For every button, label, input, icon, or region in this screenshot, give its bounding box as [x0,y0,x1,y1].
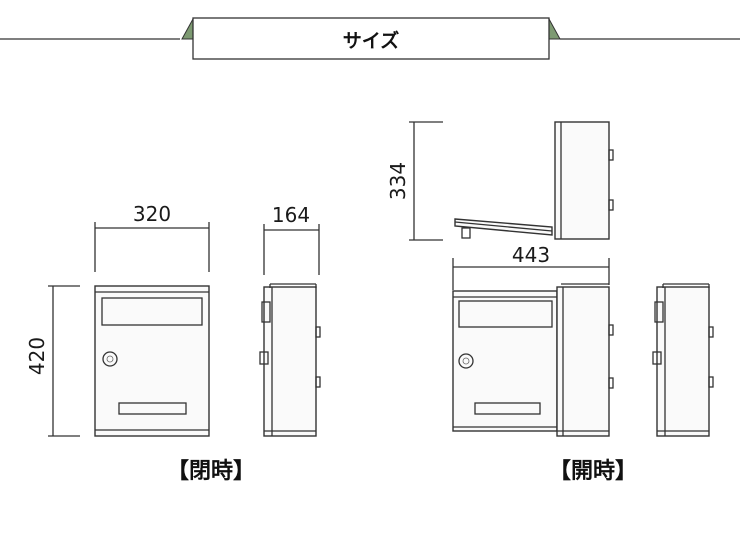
closed-caption: 【閉時】 [167,459,255,484]
open-lid-view: 334 [386,121,614,241]
header-banner: サイズ [0,17,740,60]
open-side-view [652,283,714,437]
open-front-view: 443 [452,243,614,437]
header-title: サイズ [343,29,399,52]
open-caption: 【開時】 [549,459,637,484]
closed-front-view: 320 420 [25,202,210,437]
closed-depth-label: 164 [272,203,310,227]
closed-width-label: 320 [133,202,171,226]
open-width-label: 443 [512,243,550,267]
closed-side-view: 164 [259,203,321,437]
closed-height-label: 420 [25,337,49,375]
open-height-label: 334 [386,162,410,200]
